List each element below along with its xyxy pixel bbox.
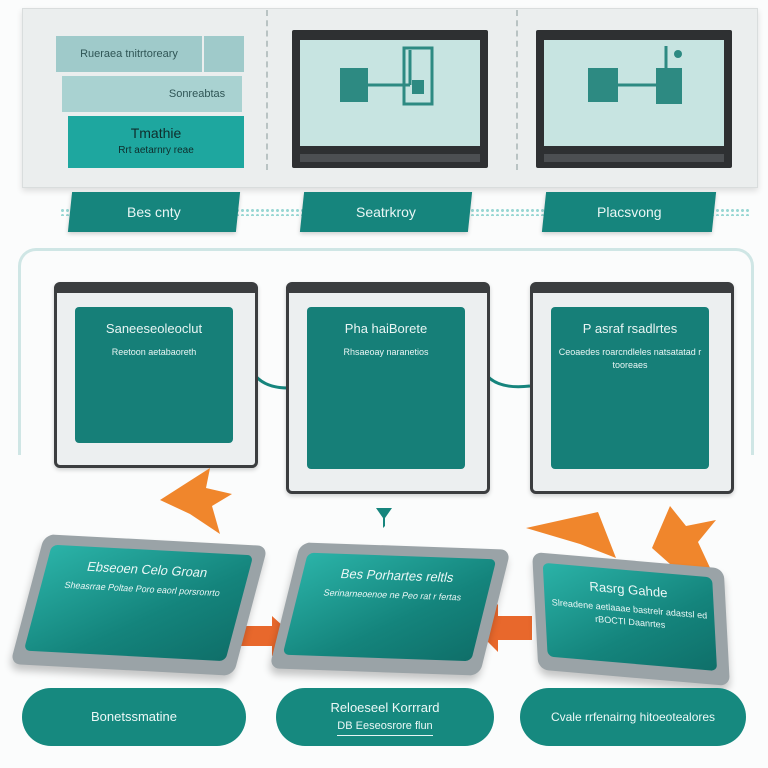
tablet-3: Rasrg Gahde Slreadene aetlaaae bastrelr …	[532, 551, 730, 687]
tablet-1-text: Sheasrrae Poltae Poro eaorl porsronrto	[63, 579, 222, 599]
tablet-screen: Ebseoen Celo Groan Sheasrrae Poltae Poro…	[23, 544, 254, 662]
device-1-title: Saneeseoleoclut	[105, 321, 203, 336]
device-1-text: Reetoon aetabaoreth	[111, 347, 197, 357]
funnel-icon	[376, 508, 392, 528]
tablet-1: Ebseoen Celo Groan Sheasrrae Poltae Poro…	[10, 534, 268, 676]
group-frame	[18, 248, 754, 455]
orange-arrow-icon	[526, 506, 716, 572]
stack-layer-3-subtitle: Rrt aetarnry reae	[118, 145, 194, 156]
result-pill-1: Bonetssmatine	[22, 688, 246, 746]
orange-arrow-icon	[160, 468, 232, 534]
result-pill-2-sub: DB Eeseosrore flun	[337, 717, 433, 736]
stack-layer-2-label: Sonreabtas	[168, 88, 226, 100]
tablet-screen: Rasrg Gahde Slreadene aetlaaae bastrelr …	[542, 562, 718, 672]
device-screen: Pha haiBorete Rhsaeoay naranetios	[307, 307, 465, 469]
stack-layer-1: Rueraea tnitrtoreary	[56, 36, 202, 72]
stack-layer-1-tab	[204, 36, 244, 72]
device-3: P asraf rsadlrtes Ceoaedes roarcndleles …	[530, 282, 734, 494]
monitor-screen	[544, 40, 724, 146]
result-pill-3-label: Cvale rrfenairng hitoeotealores	[550, 710, 716, 724]
monitor-screen	[300, 40, 480, 146]
stage-banner-2-label: Seatrkroy	[356, 204, 416, 220]
divider	[516, 10, 518, 170]
device-1: Saneeseoleoclut Reetoon aetabaoreth	[54, 282, 258, 468]
device-2-text: Rhsaeoay naranetios	[343, 347, 429, 357]
device-2-title: Pha haiBorete	[344, 321, 428, 336]
monitor-right	[536, 30, 732, 168]
stage-banner-1: Bes cnty	[67, 192, 241, 232]
result-pill-3: Cvale rrfenairng hitoeotealores	[520, 688, 746, 746]
stage-banner-2: Seatrkroy	[299, 192, 473, 232]
tablet-2: Bes Porhartes reltls Serinarneoenoe ne P…	[269, 542, 511, 676]
result-pill-2-label: Reloeseel Korrrard	[330, 699, 440, 715]
monitor-bezel	[300, 154, 480, 162]
stack-layer-3-title: Tmathie	[130, 125, 182, 141]
divider	[266, 10, 268, 170]
device-bezel	[57, 285, 255, 293]
device-3-text: Ceoaedes roarcndleles natsatatad r toore…	[558, 347, 702, 370]
device-2: Pha haiBorete Rhsaeoay naranetios	[286, 282, 490, 494]
stack-layer-3: Tmathie Rrt aetarnry reae	[68, 116, 244, 168]
device-bezel	[289, 285, 487, 293]
connector-icon	[340, 46, 434, 106]
tablet-screen: Bes Porhartes reltls Serinarneoenoe ne P…	[282, 552, 497, 662]
stack-layer-2: Sonreabtas	[62, 76, 242, 112]
tablet-2-title: Bes Porhartes reltls	[339, 566, 456, 585]
stage-banner-3-label: Placsvong	[596, 204, 662, 220]
device-screen: Saneeseoleoclut Reetoon aetabaoreth	[75, 307, 233, 443]
connector-icon	[588, 46, 682, 104]
stage-banner-1-label: Bes cnty	[127, 204, 181, 220]
stage-banner-3: Placsvong	[541, 192, 717, 232]
monitor-bezel	[544, 154, 724, 162]
monitor-left	[292, 30, 488, 168]
device-bezel	[533, 285, 731, 293]
device-screen: P asraf rsadlrtes Ceoaedes roarcndleles …	[551, 307, 709, 469]
device-3-title: P asraf rsadlrtes	[582, 321, 678, 336]
tablet-2-text: Serinarneoenoe ne Peo rat r fertas	[322, 587, 463, 603]
result-pill-2: Reloeseel Korrrard DB Eeseosrore flun	[276, 688, 494, 746]
result-pill-1-label: Bonetssmatine	[91, 709, 177, 724]
stack-layer-1-label: Rueraea tnitrtoreary	[80, 48, 178, 60]
